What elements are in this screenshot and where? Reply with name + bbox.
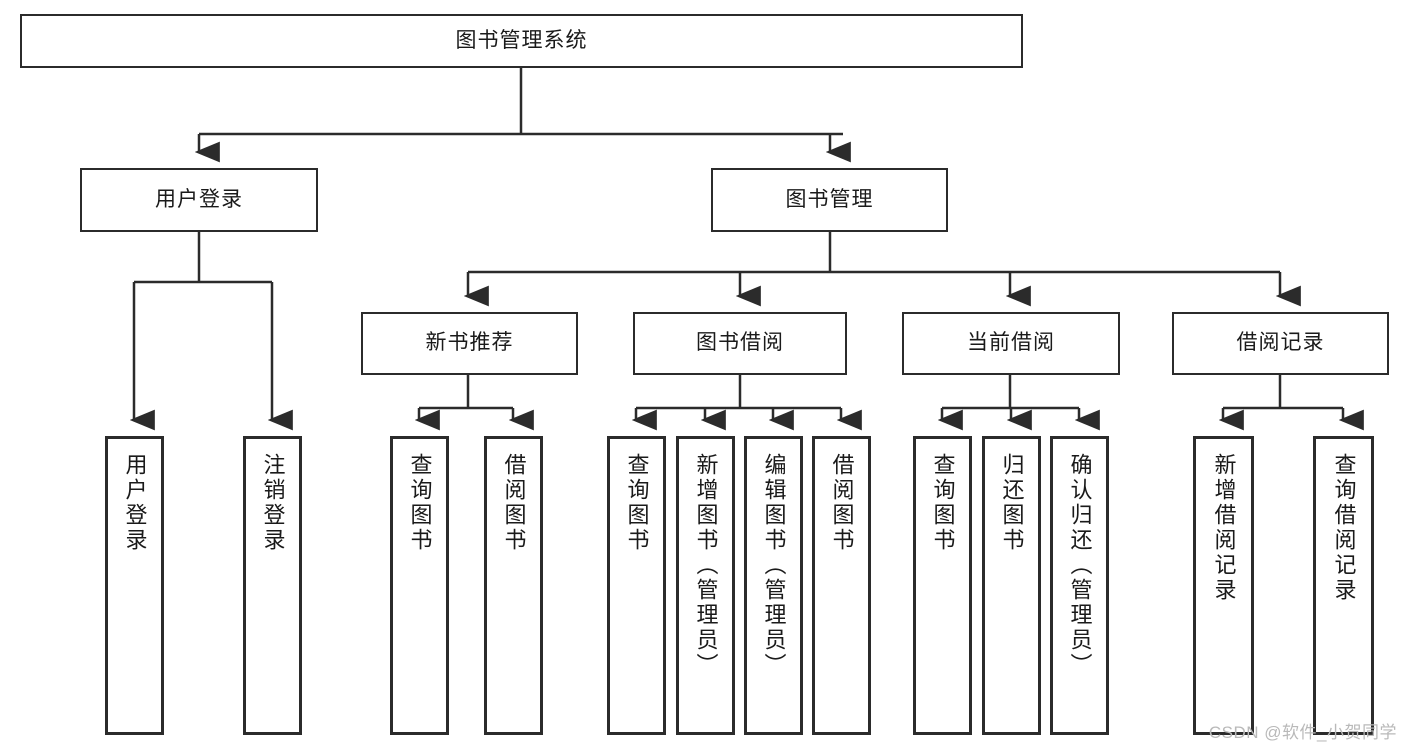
node-leaf-borrow-book-new[interactable]: 借阅图书 — [484, 436, 543, 735]
node-current-borrow[interactable]: 当前借阅 — [902, 312, 1120, 375]
node-root-label: 图书管理系统 — [455, 28, 588, 52]
node-leaf-query-book-new[interactable]: 查询图书 — [390, 436, 449, 735]
node-leaf-user-login-label: 用户登录 — [122, 453, 148, 553]
node-leaf-query-book-new-label: 查询图书 — [407, 453, 433, 553]
node-leaf-user-login[interactable]: 用户登录 — [105, 436, 164, 735]
node-leaf-query-borrow-record[interactable]: 查询借阅记录 — [1313, 436, 1374, 735]
node-leaf-edit-book[interactable]: 编辑图书（管理员） — [744, 436, 803, 735]
node-leaf-add-book[interactable]: 新增图书（管理员） — [676, 436, 735, 735]
node-user-login-label: 用户登录 — [155, 187, 243, 211]
node-leaf-add-book-label: 新增图书（管理员） — [693, 453, 719, 678]
node-leaf-borrow-book-label: 借阅图书 — [829, 453, 855, 553]
node-leaf-add-borrow-record-label: 新增借阅记录 — [1211, 453, 1237, 603]
node-leaf-query-book-current[interactable]: 查询图书 — [913, 436, 972, 735]
node-root[interactable]: 图书管理系统 — [20, 14, 1023, 68]
node-book-borrow[interactable]: 图书借阅 — [633, 312, 847, 375]
node-leaf-edit-book-label: 编辑图书（管理员） — [761, 453, 787, 678]
node-leaf-query-book-current-label: 查询图书 — [930, 453, 956, 553]
node-book-manage[interactable]: 图书管理 — [711, 168, 948, 232]
node-user-login[interactable]: 用户登录 — [80, 168, 318, 232]
node-leaf-query-book-borrow[interactable]: 查询图书 — [607, 436, 666, 735]
node-leaf-return-book[interactable]: 归还图书 — [982, 436, 1041, 735]
node-borrow-record[interactable]: 借阅记录 — [1172, 312, 1389, 375]
node-leaf-logout-login[interactable]: 注销登录 — [243, 436, 302, 735]
node-new-book-recommend-label: 新书推荐 — [425, 331, 514, 355]
node-book-borrow-label: 图书借阅 — [696, 331, 784, 355]
node-leaf-logout-login-label: 注销登录 — [260, 453, 286, 553]
node-leaf-add-borrow-record[interactable]: 新增借阅记录 — [1193, 436, 1254, 735]
node-current-borrow-label: 当前借阅 — [967, 331, 1055, 355]
node-borrow-record-label: 借阅记录 — [1236, 331, 1325, 355]
node-leaf-borrow-book-new-label: 借阅图书 — [501, 453, 527, 553]
node-leaf-confirm-return-label: 确认归还（管理员） — [1067, 453, 1093, 678]
node-leaf-query-book-borrow-label: 查询图书 — [624, 453, 650, 553]
node-new-book-recommend[interactable]: 新书推荐 — [361, 312, 578, 375]
node-book-manage-label: 图书管理 — [785, 187, 874, 211]
node-leaf-return-book-label: 归还图书 — [999, 453, 1025, 553]
node-leaf-borrow-book[interactable]: 借阅图书 — [812, 436, 871, 735]
node-leaf-query-borrow-record-label: 查询借阅记录 — [1331, 453, 1357, 603]
watermark: CSDN @软件_小贺同学 — [1208, 723, 1397, 742]
node-leaf-confirm-return[interactable]: 确认归还（管理员） — [1050, 436, 1109, 735]
